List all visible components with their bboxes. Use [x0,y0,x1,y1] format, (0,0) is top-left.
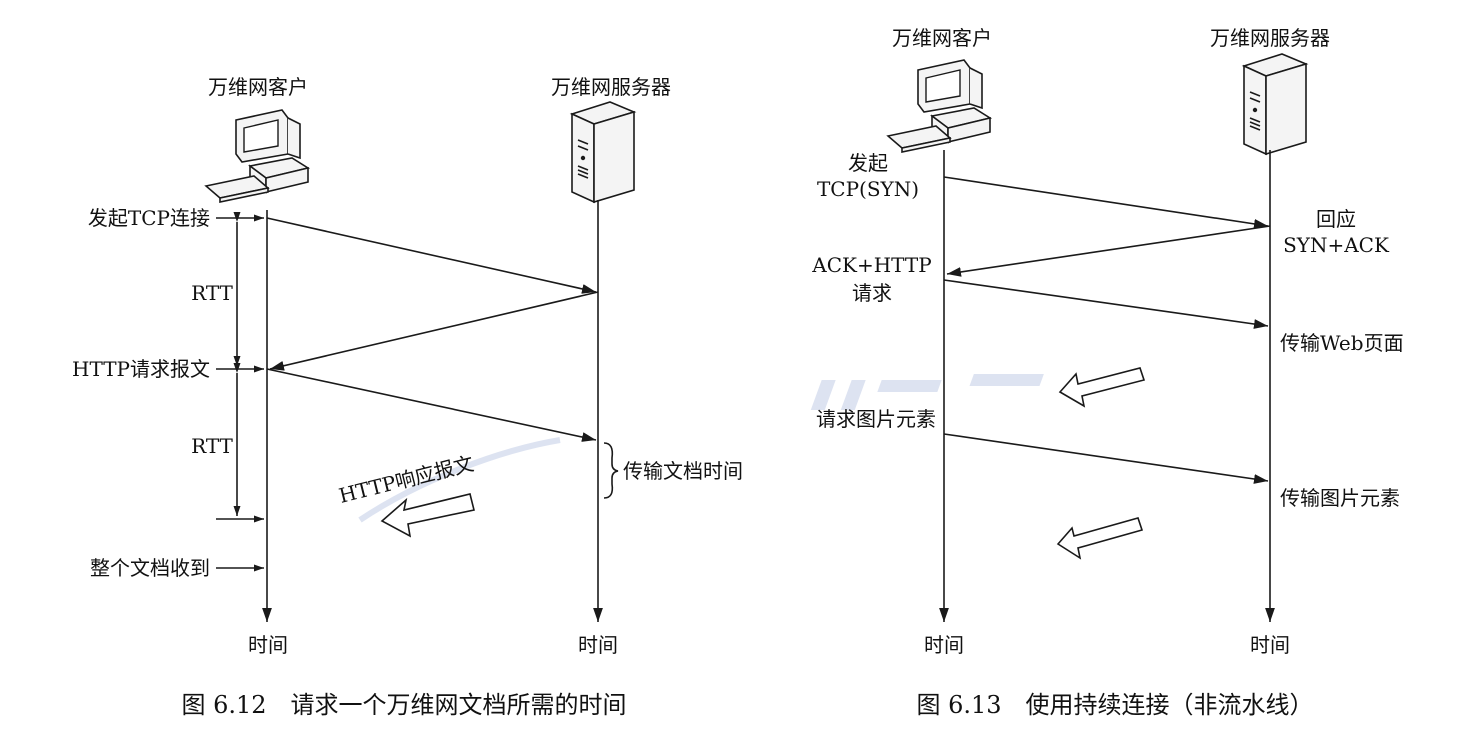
client-time-label: 时间 [924,633,964,657]
ack-line2: 请求 [852,281,892,305]
computer-icon [205,109,309,203]
synack-arrow [946,225,1271,277]
server-icon [1243,53,1307,155]
web-response-arrow [1058,367,1146,408]
doc-received-label: 整个文档收到 [90,556,210,580]
tcp-synack-arrow [269,291,599,371]
client-label: 万维网客户 [208,75,308,99]
initiate-line2: TCP(SYN) [817,177,919,201]
watermark [358,374,1044,523]
tcp-syn-arrow [266,217,597,294]
server-time-label: 时间 [578,633,618,657]
http-request-arrow [266,368,597,442]
figure-caption: 图 6.12 请求一个万维网文档所需的时间 [181,691,626,719]
transfer-web-label: 传输Web页面 [1280,331,1404,355]
client-label: 万维网客户 [892,26,992,50]
server-icon [571,101,635,203]
image-request-arrow [943,433,1269,484]
initiate-tcp-label: 发起TCP连接 [88,206,210,230]
syn-arrow [943,176,1269,229]
computer-icon [887,59,991,153]
http-request-label: HTTP请求报文 [72,357,210,381]
request-image-label: 请求图片元素 [816,407,936,431]
server-label: 万维网服务器 [1210,26,1330,50]
figure-caption: 图 6.13 使用持续连接（非流水线） [916,691,1313,719]
image-response-arrow [1056,517,1144,560]
figure-6-12: 万维网客户 万维网服务器 发起TCP连接 HTTP请求报文 整个文档收到 RTT… [72,75,743,719]
transfer-time-label: 传输文档时间 [623,459,743,483]
ack-line1: ACK+HTTP [811,253,931,277]
ack-http-arrow [943,279,1269,329]
server-time-label: 时间 [1250,633,1290,657]
reply-line2: SYN+ACK [1283,233,1390,257]
server-label: 万维网服务器 [551,75,671,99]
reply-line1: 回应 [1316,207,1356,231]
transfer-image-label: 传输图片元素 [1280,486,1400,510]
client-time-label: 时间 [248,633,288,657]
response-direction-arrow [380,493,475,538]
initiate-line1: 发起 [848,151,888,175]
rtt-1-label: RTT [191,281,233,305]
figure-6-13: 万维网客户 万维网服务器 发起 TCP(SYN) 回应 SYN+ACK ACK+… [811,26,1403,719]
transfer-brace [603,442,619,499]
rtt-2-label: RTT [191,434,233,458]
